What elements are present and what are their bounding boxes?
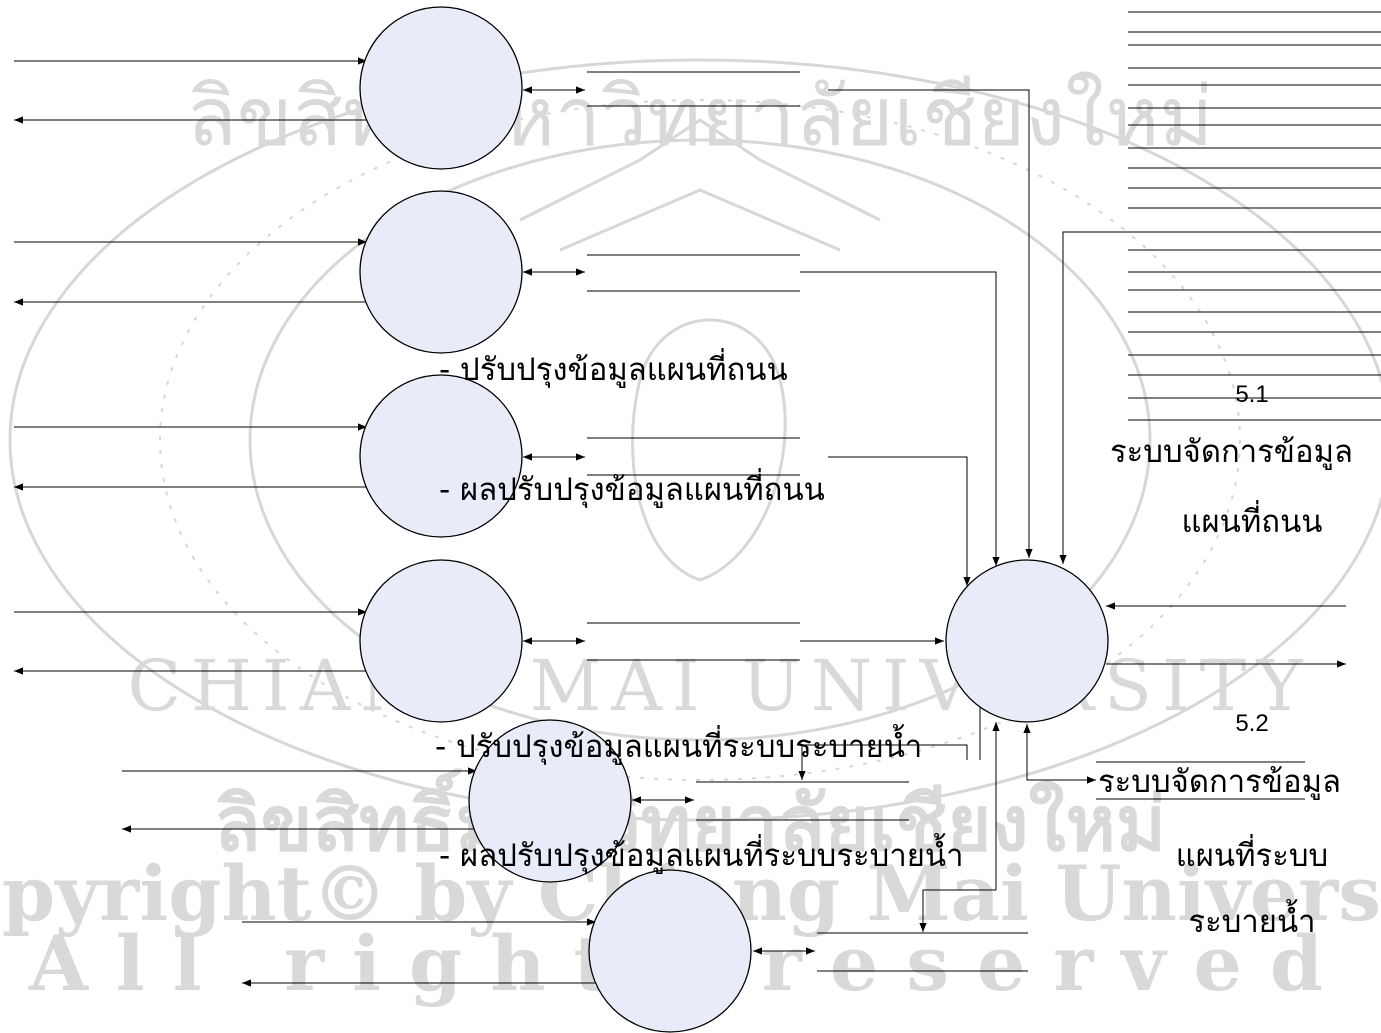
process-5-1-name-line-2: แผนที่ถนน xyxy=(1182,500,1323,540)
process-row-4 xyxy=(14,559,944,723)
watermark-sunburst-rays xyxy=(519,118,881,252)
connector-to-main-process xyxy=(828,89,1033,558)
process-5-1-label: 5.1 ระบบจัดการข้อมูล แผนที่ถนน xyxy=(1110,381,1353,540)
connector-to-main-process xyxy=(800,271,1000,566)
connector-from-main-process xyxy=(919,889,996,932)
connector-from-road-store xyxy=(1059,231,1128,564)
process-row-6 xyxy=(242,722,1028,1033)
process-5-2-name-line-1: ระบบจัดการข้อมูล xyxy=(1098,764,1341,800)
process-circle-5[interactable] xyxy=(468,719,632,883)
process-row-3 xyxy=(14,374,971,586)
connector-to-main-process xyxy=(828,456,971,586)
process-row-2 xyxy=(14,190,1000,566)
flow-labels: - ปรับปรุงข้อมูลแผนที่ถนน - ผลปรับปรุงข้… xyxy=(435,348,964,875)
process-5-2-number: 5.2 xyxy=(1235,710,1268,737)
link-to-drainage-store xyxy=(1023,724,1096,784)
main-process xyxy=(945,231,1346,784)
label-update-road-map-result: - ผลปรับปรุงข้อมูลแผนที่ถนน xyxy=(439,468,825,509)
process-circle-1[interactable] xyxy=(359,6,523,170)
process-circle-2[interactable] xyxy=(359,190,523,354)
process-circle-3[interactable] xyxy=(359,374,523,538)
connector-from-main-process xyxy=(798,744,968,780)
label-update-road-map: - ปรับปรุงข้อมูลแผนที่ถนน xyxy=(439,348,788,389)
watermark-seal-dotted-ring xyxy=(159,99,1241,781)
process-5-2-label: 5.2 ระบบจัดการข้อมูล แผนที่ระบบ ระบายน้ำ xyxy=(1096,710,1341,940)
watermark-seal-university: CHIANG MAI UNIVERSITY xyxy=(127,645,1312,727)
process-circle-6[interactable] xyxy=(588,869,752,1033)
watermark-elephant-shape xyxy=(631,318,787,582)
process-5-1-number: 5.1 xyxy=(1235,381,1268,408)
process-circle-4[interactable] xyxy=(359,559,523,723)
watermark-seal-inner-ring xyxy=(248,138,1152,742)
process-5-2-name-line-2: แผนที่ระบบ xyxy=(1176,834,1328,874)
label-update-drainage-map-result: - ผลปรับปรุงข้อมูลแผนที่ระบบระบายน้ำ xyxy=(439,833,964,875)
right-data-store-lines xyxy=(1128,11,1381,421)
watermark-copyright-thai: ลิขสิทธิ์มหาวิทยาลัยเชียงใหม่ xyxy=(214,768,1166,868)
process-5-2-name-line-3: ระบายน้ำ xyxy=(1188,899,1315,940)
watermark-seal-text-top: ลิขสิทธิ์มหาวิทยาลัยเชียงใหม่ xyxy=(186,58,1213,165)
process-row-1 xyxy=(14,6,1033,558)
label-update-drainage-map: - ปรับปรุงข้อมูลแผนที่ระบบระบายน้ำ xyxy=(435,724,922,766)
main-process-circle[interactable] xyxy=(945,559,1109,723)
process-5-1-name-line-1: ระบบจัดการข้อมูล xyxy=(1110,434,1353,470)
